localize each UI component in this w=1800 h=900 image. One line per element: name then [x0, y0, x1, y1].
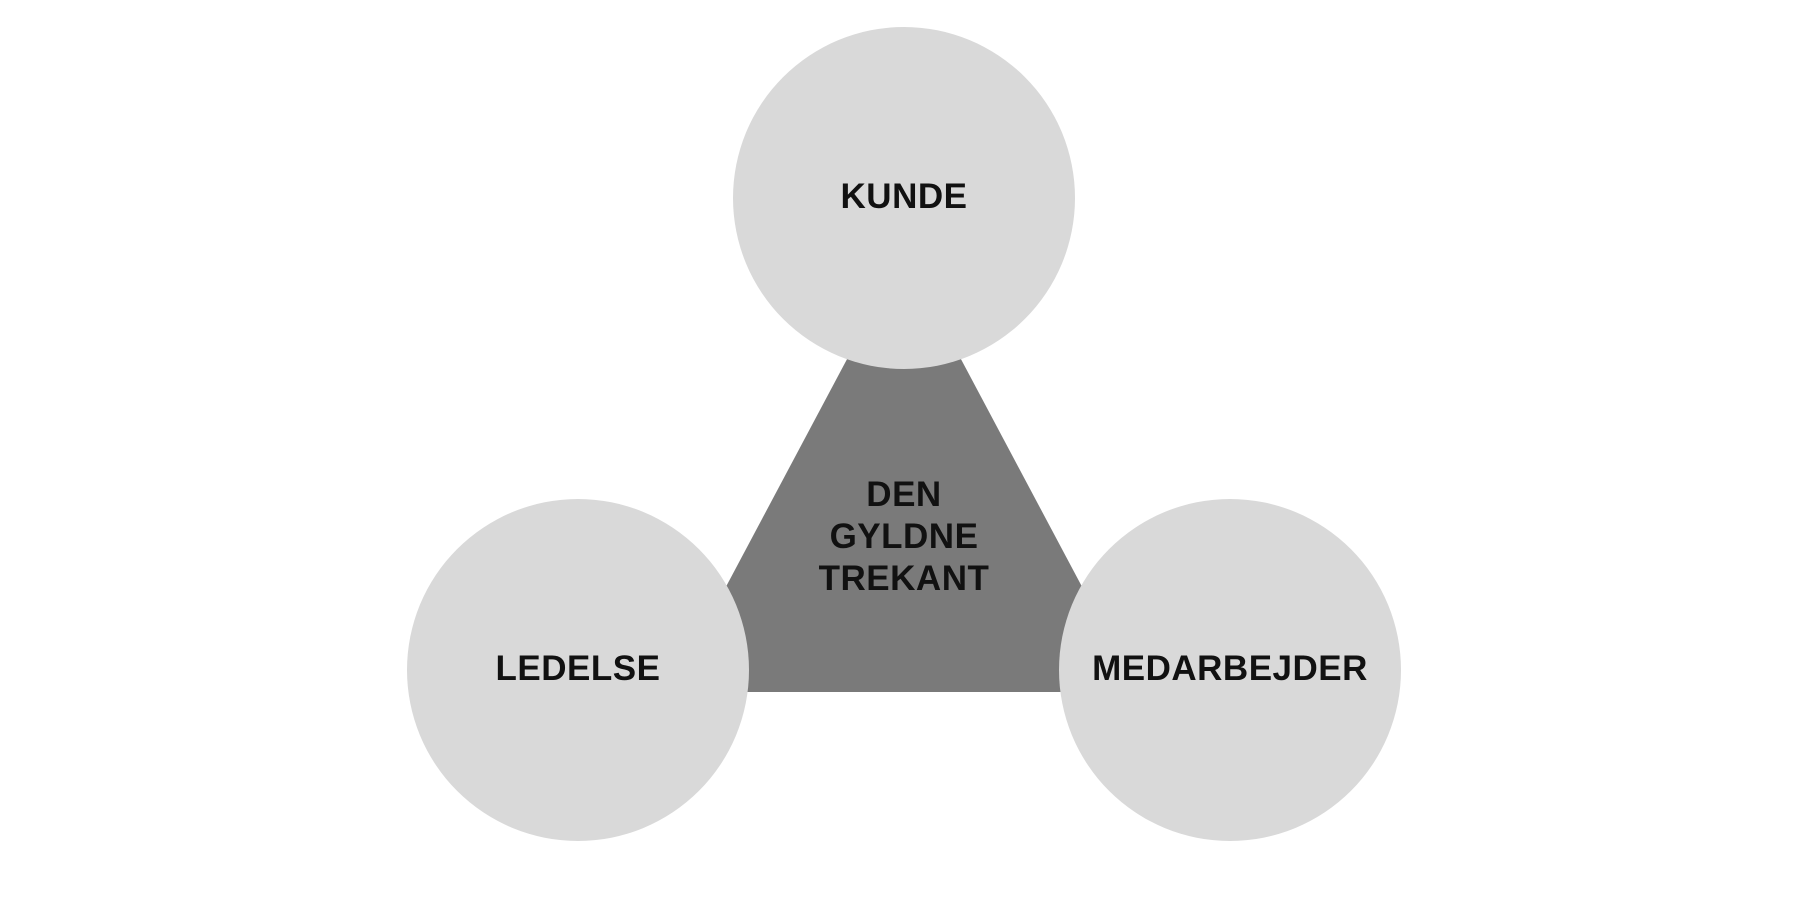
circle-medarbejder [1059, 499, 1401, 841]
center-triangle [670, 252, 1138, 692]
center-label: DEN GYLDNE TREKANT [764, 474, 1044, 604]
node-label-medarbejder: MEDARBEJDER [1092, 649, 1368, 688]
center-label-line-3: TREKANT [818, 559, 990, 598]
circle-kunde [733, 27, 1075, 369]
node-label-ledelse: LEDELSE [495, 649, 661, 688]
node-label-kunde: KUNDE [840, 177, 968, 216]
center-label-line-2: GYLDNE [829, 517, 979, 556]
circle-ledelse [407, 499, 749, 841]
center-label-line-1: DEN [866, 475, 942, 514]
